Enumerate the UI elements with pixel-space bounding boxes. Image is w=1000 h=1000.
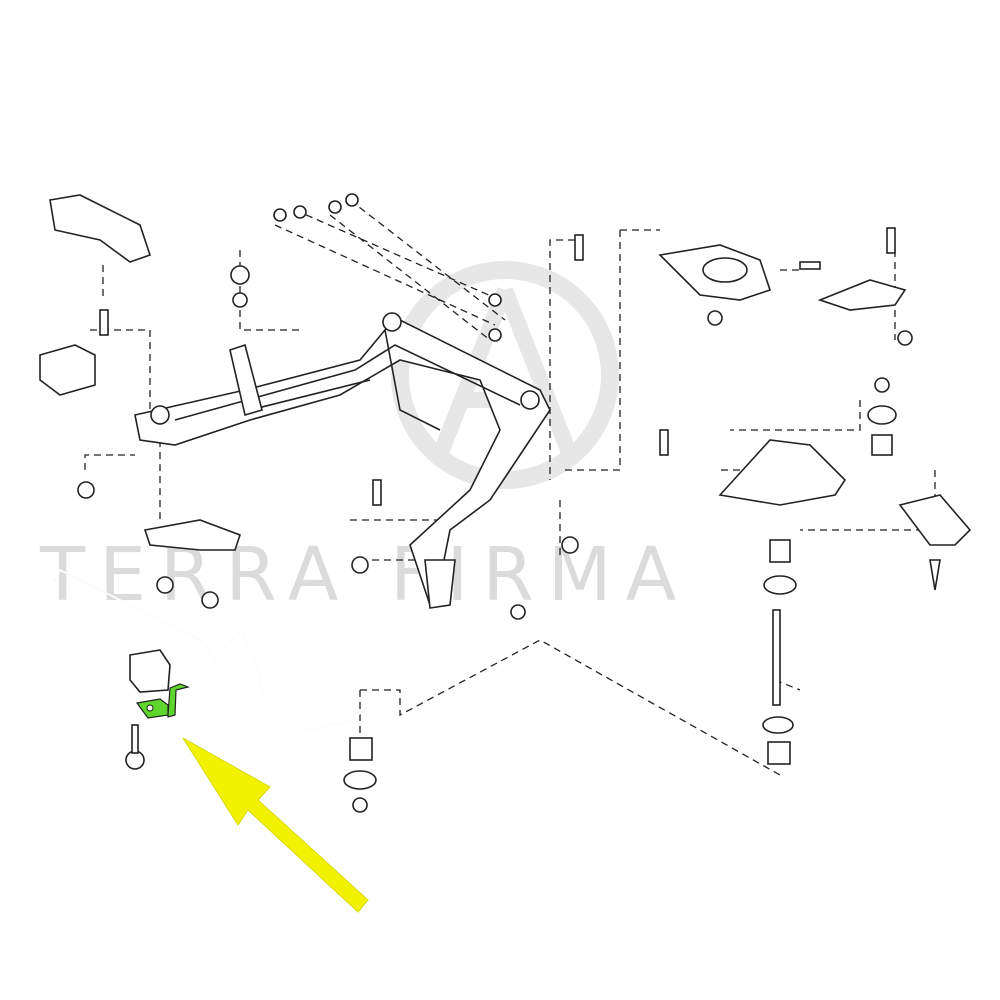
suspension-arms: [658, 244, 972, 546]
rear-subframe: [134, 312, 551, 609]
arrow-pointer-icon: [182, 737, 369, 913]
watermark-text: TERRA FIRMA: [39, 532, 690, 618]
stabilizer-bushing: [129, 649, 171, 693]
mount-bracket-upper-left: [39, 194, 242, 551]
hardware-parts: [77, 193, 941, 813]
